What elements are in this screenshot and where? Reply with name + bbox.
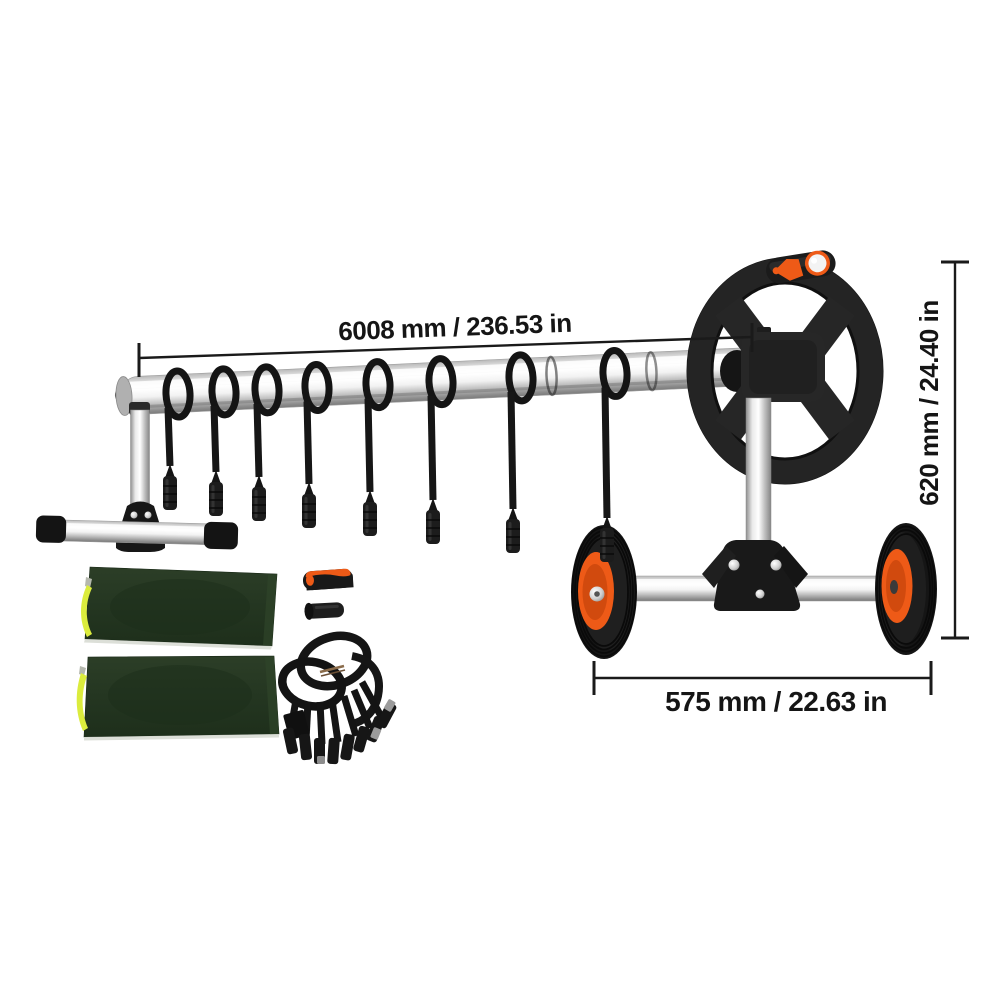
hanging-strap <box>162 367 194 510</box>
left-post <box>130 409 150 515</box>
strap-buckle <box>363 502 377 536</box>
base-width-label: 575 mm / 22.63 in <box>665 686 887 717</box>
hanging-strap <box>505 351 537 553</box>
hanging-strap <box>301 360 333 528</box>
strap-buckle <box>252 487 266 521</box>
strap-clip-bundle <box>278 631 397 765</box>
strap-loop <box>208 365 240 419</box>
tube-joint <box>645 350 658 392</box>
strap-loop <box>505 351 537 405</box>
bolt <box>728 559 740 571</box>
hand-wheel <box>686 250 884 485</box>
strap-loop <box>251 363 283 417</box>
strap-loop <box>301 360 333 414</box>
hanging-strap <box>251 363 283 521</box>
dimension-base-width: 575 mm / 22.63 in <box>592 661 933 717</box>
hanging-strap <box>362 358 394 536</box>
clips <box>282 702 397 765</box>
reflective-strip <box>76 673 88 731</box>
strap-loop <box>599 346 631 400</box>
strap-buckle <box>302 494 316 528</box>
reel-length-label: 6008 mm / 236.53 in <box>338 308 572 347</box>
handle-lever <box>774 259 804 281</box>
tube-joint <box>545 355 558 397</box>
strap-buckle <box>600 528 614 562</box>
center-bracket <box>702 540 808 611</box>
strap-buckle <box>163 476 177 510</box>
hanging-strap <box>208 365 240 516</box>
right-post <box>745 397 772 561</box>
strap-buckle <box>506 519 520 553</box>
base-end-cap <box>35 515 67 543</box>
base-end-cap <box>203 521 239 550</box>
cover-bag-2 <box>76 655 280 741</box>
road-wheel-left <box>571 525 637 659</box>
bolt <box>755 589 765 599</box>
strap-loop <box>162 367 194 421</box>
cover-bag-1 <box>81 566 278 650</box>
road-wheel-right <box>875 523 937 655</box>
bolt <box>770 559 782 571</box>
reflective-strip <box>81 585 92 637</box>
strap-loop <box>362 358 394 412</box>
left-stand <box>35 402 239 552</box>
bolt <box>144 511 152 519</box>
strap-buckle <box>426 510 440 544</box>
base-bar <box>35 515 239 550</box>
tube-straps <box>162 346 631 562</box>
hanging-strap <box>599 346 631 562</box>
accessories <box>76 566 397 765</box>
hanging-strap <box>425 355 457 544</box>
dimension-overall-height: 620 mm / 24.40 in <box>914 260 969 640</box>
strap-buckle <box>209 482 223 516</box>
strap-loop <box>425 355 457 409</box>
crank-handle <box>766 250 836 284</box>
crank-grip <box>302 568 354 591</box>
tube-end-cap <box>115 376 133 416</box>
bolt <box>130 511 138 519</box>
rubber-grip <box>304 602 344 620</box>
tie-band <box>319 664 345 674</box>
overall-height-label: 620 mm / 24.40 in <box>914 300 944 505</box>
